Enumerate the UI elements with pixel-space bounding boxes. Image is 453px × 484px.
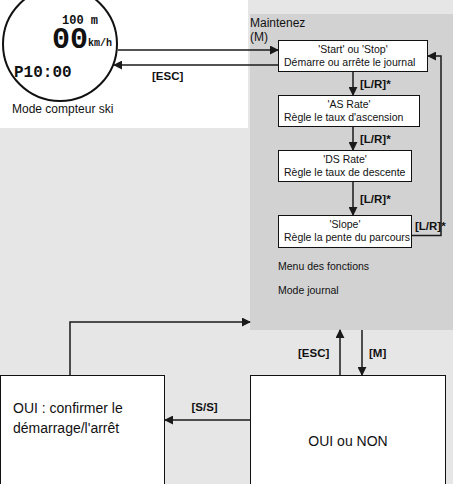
menu-title: 'Start' ou 'Stop' [284,43,422,56]
edge-label: [ESC] [298,346,329,360]
menu-title: 'DS Rate' [284,153,406,166]
edge-label: [L/R]* [415,219,446,233]
speed-unit: km/h [88,38,112,49]
edge-label: [L/R]* [360,77,391,91]
choice-box: OUI ou NON [250,375,446,484]
function-menu-panel: Menu des fonctionsMode journal 'Start' ou… [250,14,453,330]
connector [339,330,341,375]
box-text: OUI : confirmer le démarrage/l'arrêt [13,398,152,438]
menu-title: 'Slope' [284,218,406,231]
menu-box: 'DS Rate'Règle le taux de descente [278,150,412,182]
menu-description: Démarre ou arrête le journal [284,56,422,69]
edge-label: [L/R]* [360,192,391,206]
box-text: OUI ou NON [257,432,439,450]
connector [361,330,363,375]
menu-box: 'Start' ou 'Stop'Démarre ou arrête le jo… [278,40,428,72]
panel-heading: Mode journal [278,284,339,296]
panel-heading: Menu des fonctions [278,260,369,272]
confirm-box: OUI : confirmer le démarrage/l'arrêt [0,375,165,484]
connector [70,322,250,375]
mode-heading: Mode compteur ski [12,102,113,116]
menu-description: Règle la pente du parcours [284,231,406,244]
connector [165,419,250,421]
edge-label: [S/S] [192,400,218,414]
menu-description: Règle le taux d'ascension [284,111,414,124]
speed-readout: 00 [52,24,88,56]
menu-box: 'AS Rate'Règle le taux d'ascension [278,95,420,127]
menu-title: 'AS Rate' [284,98,414,111]
menu-box: 'Slope'Règle la pente du parcours [278,215,412,248]
time-readout: P10:00 [14,64,72,82]
menu-description: Règle le taux de descente [284,166,406,179]
edge-label: Maintenez (M) [250,16,314,44]
edge-label: [M] [369,346,386,360]
edge-label: [ESC] [152,69,183,83]
edge-label: [L/R]* [360,132,391,146]
